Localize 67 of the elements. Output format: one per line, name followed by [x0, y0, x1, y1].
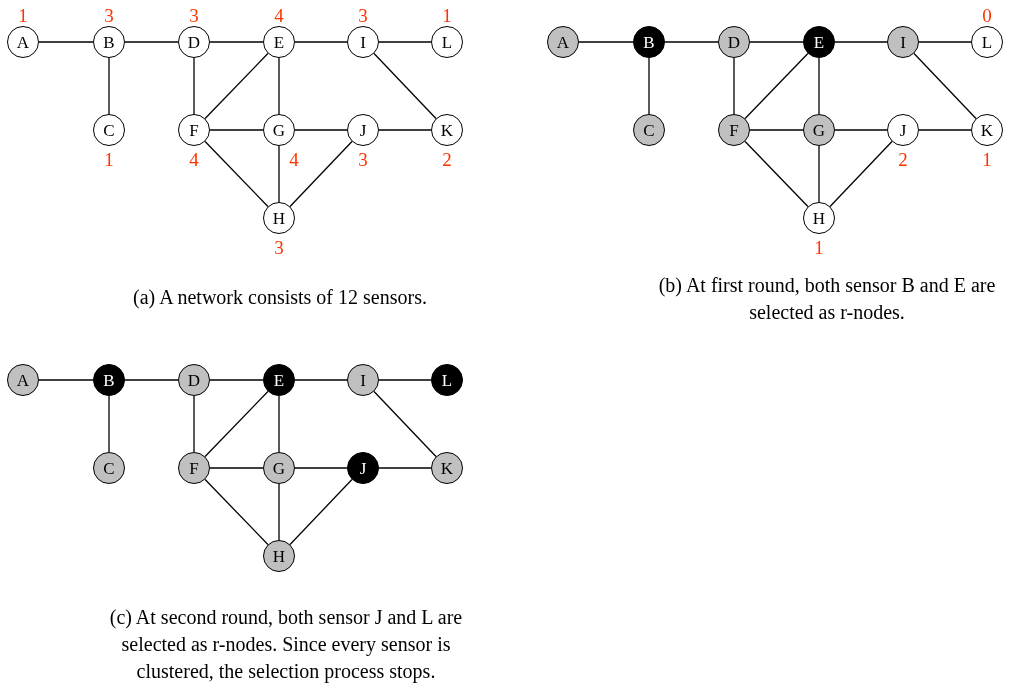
degree-number: 2 — [897, 150, 909, 169]
connector-line — [733, 57, 735, 115]
connector-line — [834, 129, 888, 131]
connector-line — [378, 41, 432, 43]
connector-line — [378, 379, 432, 381]
degree-number: 3 — [273, 238, 285, 257]
connector-line — [193, 395, 195, 453]
caption: (c) At second round, both sensor J and L are selected as r-nodes. Since every sensor is clustered, the selection process stops. — [108, 605, 464, 685]
connector-line — [294, 41, 348, 43]
connector-line — [209, 129, 264, 131]
degree-number: 0 — [981, 6, 993, 25]
degree-number: 3 — [188, 6, 200, 25]
connector-line — [373, 52, 437, 120]
degree-number: 2 — [441, 150, 453, 169]
connector-line — [204, 52, 269, 120]
connector-line — [278, 145, 280, 203]
connector-line — [818, 145, 820, 203]
degree-number: 4 — [188, 150, 200, 169]
degree-number: 1 — [981, 150, 993, 169]
connector-line — [294, 129, 348, 131]
connector-line — [124, 379, 179, 381]
connector-line — [108, 395, 110, 453]
connector-line — [124, 41, 179, 43]
degree-number: 3 — [357, 150, 369, 169]
degree-number: 1 — [17, 6, 29, 25]
degree-number: 3 — [103, 6, 115, 25]
caption: (a) A network consists of 12 sensors. — [132, 285, 428, 311]
connector-line — [38, 41, 94, 43]
connector-line — [378, 467, 432, 469]
connector-line — [294, 379, 348, 381]
connector-line — [744, 140, 809, 208]
connector-line — [378, 129, 432, 131]
connector-line — [913, 52, 977, 120]
connector-line — [648, 57, 650, 115]
connector-line — [744, 52, 809, 120]
degree-number: 1 — [441, 6, 453, 25]
connector-line — [918, 129, 972, 131]
connector-line — [664, 41, 719, 43]
connector-line — [278, 395, 280, 453]
degree-number: 4 — [288, 150, 300, 169]
degree-number: 3 — [357, 6, 369, 25]
connector-line — [289, 140, 353, 208]
connector-line — [373, 390, 437, 458]
connector-line — [918, 41, 972, 43]
connector-line — [209, 379, 264, 381]
connector-line — [749, 129, 804, 131]
connector-line — [829, 140, 893, 208]
connector-line — [108, 57, 110, 115]
connector-line — [289, 478, 353, 546]
connector-line — [818, 57, 820, 115]
connector-line — [204, 390, 269, 458]
caption: (b) At first round, both sensor B and E are selected as r-nodes. — [657, 273, 997, 325]
degree-number: 1 — [103, 150, 115, 169]
connector-line — [209, 467, 264, 469]
connector-line — [749, 41, 804, 43]
connector-line — [278, 483, 280, 541]
degree-number: 1 — [813, 238, 825, 257]
connector-line — [204, 478, 269, 546]
connector-line — [204, 140, 269, 208]
connector-line — [834, 41, 888, 43]
connector-line — [193, 57, 195, 115]
connector-line — [578, 41, 634, 43]
connector-line — [38, 379, 94, 381]
connector-line — [278, 57, 280, 115]
connector-line — [209, 41, 264, 43]
connector-line — [294, 467, 348, 469]
degree-number: 4 — [273, 6, 285, 25]
